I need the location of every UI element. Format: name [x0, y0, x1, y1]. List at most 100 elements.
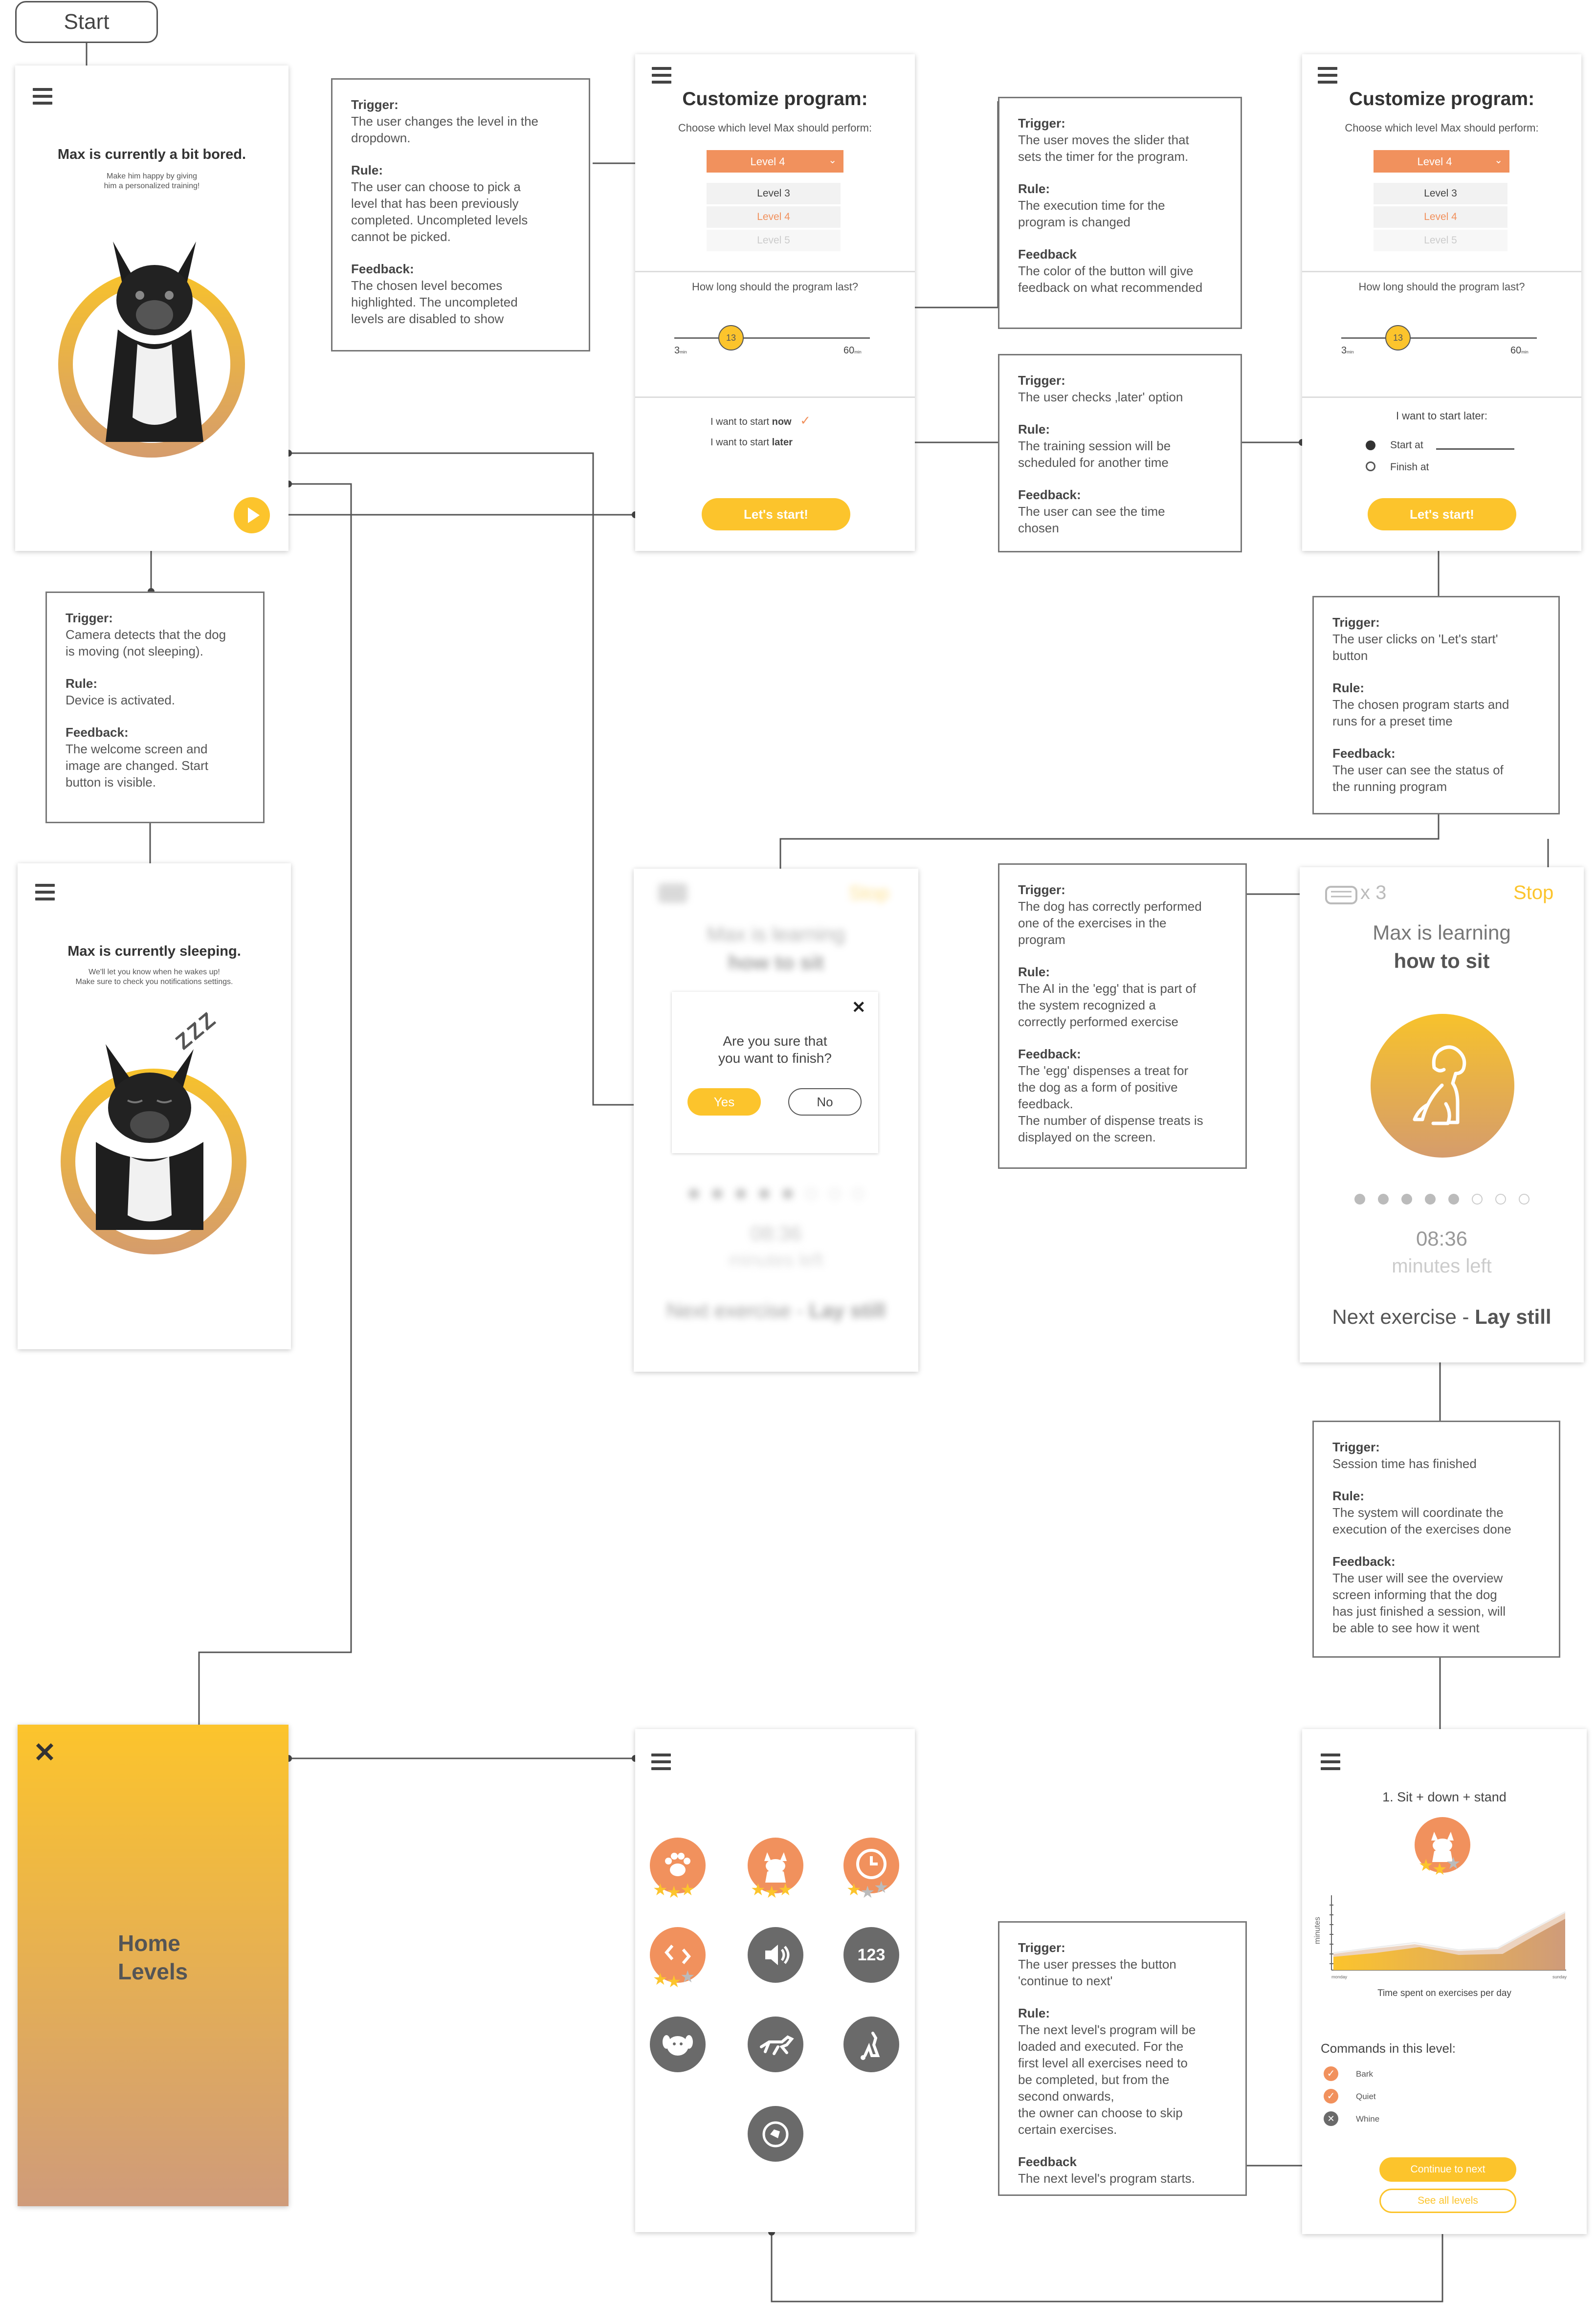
note-heading: Feedback: [351, 262, 414, 276]
star-icon: ★ [680, 1967, 695, 1987]
play-button[interactable] [234, 497, 270, 533]
slider-max-value: 60 [843, 345, 855, 356]
lets-start-button[interactable]: Let's start! [702, 498, 850, 530]
note-lets-start: Trigger:The user clicks on 'Let's start'… [1312, 596, 1560, 814]
level-dropdown[interactable]: Level 4 ⌄ [1374, 150, 1509, 173]
note-text: Device is activated. [66, 693, 175, 707]
note-heading: Rule: [1018, 2006, 1050, 2020]
duration-slider[interactable] [1341, 337, 1537, 339]
level-arrows-button[interactable] [650, 1927, 706, 1983]
level-option-3[interactable]: Level 3 [707, 183, 841, 204]
level-numbers-button[interactable]: 123 [843, 1927, 899, 1983]
note-heading: Trigger: [351, 97, 399, 112]
note-heading: Trigger: [1332, 1440, 1380, 1454]
menu-icon[interactable] [651, 1754, 671, 1774]
note-heading: Rule: [66, 676, 97, 691]
star-icon: ★ [680, 1880, 695, 1900]
menu-icon[interactable] [652, 67, 671, 88]
start-later-option[interactable]: I want to start later [710, 437, 793, 448]
progress-dots [634, 1188, 918, 1202]
yes-button[interactable]: Yes [687, 1088, 761, 1116]
note-heading: Rule: [1018, 181, 1050, 196]
start-now-text: I want to start [710, 417, 772, 427]
note-text: The user can see the status of the runni… [1332, 763, 1504, 794]
level-fetch-button[interactable] [843, 2017, 899, 2072]
note-slider: Trigger:The user moves the slider that s… [998, 97, 1242, 329]
clock-icon [856, 1849, 887, 1879]
level-option-5: Level 5 [1374, 230, 1507, 251]
menu-icon[interactable] [1318, 67, 1337, 88]
time-chart: minutes monday sunday [1313, 1895, 1567, 1979]
duration-slider-thumb[interactable]: 13 [1385, 325, 1411, 351]
note-text: The user checks ‚later' option [1018, 390, 1183, 404]
level-option-4[interactable]: Level 4 [1374, 206, 1507, 228]
duration-slider[interactable] [674, 337, 870, 339]
level-dog-face-button[interactable] [650, 2017, 706, 2072]
note-text: The chosen level becomes highlighted. Th… [351, 278, 518, 326]
star-icon: ★ [860, 1883, 875, 1902]
sleeping-screen: Max is currently sleeping. We'll let you… [18, 863, 291, 1349]
slider-min-value: 3 [1341, 345, 1347, 356]
menu-item-home[interactable]: Home [118, 1930, 180, 1956]
start-now-bold: now [772, 417, 792, 427]
no-button[interactable]: No [788, 1088, 862, 1116]
menu-icon[interactable] [33, 88, 52, 109]
level-clock-button[interactable] [843, 1838, 899, 1893]
star-icon: ★ [751, 1880, 765, 1900]
level-trophy-dog-button[interactable] [748, 2106, 803, 2162]
cat-icon [1431, 1832, 1454, 1862]
level-volume-button[interactable] [748, 1927, 803, 1983]
note-heading: Trigger: [1018, 116, 1065, 131]
menu-icon[interactable] [35, 884, 55, 904]
divider [635, 271, 915, 272]
start-at-radio[interactable] [1366, 440, 1375, 450]
start-later-text: I want to start [710, 437, 772, 448]
customize-screen-now: Customize program: Choose which level Ma… [635, 54, 915, 551]
close-icon[interactable]: ✕ [852, 998, 866, 1017]
level-option-3[interactable]: Level 3 [1374, 183, 1507, 204]
home-menu-screen: ✕ Home Levels [18, 1725, 288, 2206]
x-tick-last: sunday [1552, 1974, 1567, 1979]
chevron-down-icon: ⌄ [828, 155, 837, 166]
menu-item-levels[interactable]: Levels [118, 1959, 188, 1984]
lets-start-button[interactable]: Let's start! [1368, 498, 1516, 530]
note-text: The user can see the time chosen [1018, 504, 1165, 535]
sleeping-subtitle-1: We'll let you know when he wakes up! [89, 968, 220, 976]
close-icon[interactable]: ✕ [33, 1737, 56, 1768]
duration-question: How long should the program last? [692, 281, 858, 293]
level-cat-button[interactable] [748, 1838, 803, 1893]
level-dropdown[interactable]: Level 4 ⌄ [707, 150, 843, 173]
learning-line1: Max is learning [1373, 921, 1511, 944]
level-option-5: Level 5 [707, 230, 841, 251]
menu-icon[interactable] [1321, 1754, 1340, 1774]
duration-slider-thumb[interactable]: 13 [718, 325, 744, 351]
level-paw-button[interactable] [650, 1838, 706, 1893]
star-icon: ★ [874, 1878, 888, 1897]
arrows-icon [665, 1945, 691, 1964]
start-at-label: Start at [1390, 439, 1423, 451]
learning-line2: how to sit [728, 951, 824, 974]
learning-line2: how to sit [1394, 949, 1490, 972]
continue-next-button[interactable]: Continue to next [1379, 2157, 1516, 2182]
level-option-4[interactable]: Level 4 [707, 206, 841, 228]
star-icon: ★ [1432, 1860, 1447, 1879]
finish-at-radio[interactable] [1366, 461, 1375, 471]
note-heading: Trigger: [1332, 615, 1380, 630]
note-text: The color of the button will give feedba… [1018, 263, 1203, 295]
slider-min: 3min [1341, 345, 1354, 356]
customize-title: Customize program: [682, 88, 868, 110]
note-heading: Rule: [1332, 680, 1364, 695]
see-all-levels-button[interactable]: See all levels [1379, 2189, 1516, 2213]
treat-egg-icon [1325, 886, 1357, 904]
note-heading: Trigger: [1018, 1940, 1065, 1955]
svg-text:123: 123 [858, 1946, 886, 1964]
level-running-dog-button[interactable] [748, 2017, 803, 2072]
start-at-time-field[interactable] [1436, 448, 1514, 450]
level-stars: ★★★ ★★★ ★★★ ★★★ [653, 1878, 888, 1992]
command-bark: Bark [1356, 2069, 1373, 2079]
level-question: Choose which level Max should perform: [678, 122, 872, 134]
start-now-option[interactable]: I want to start now ✓ [710, 413, 811, 428]
paw-icon [665, 1853, 690, 1876]
stop-link[interactable]: Stop [1513, 882, 1554, 903]
next-prefix: Next exercise - [666, 1299, 809, 1322]
